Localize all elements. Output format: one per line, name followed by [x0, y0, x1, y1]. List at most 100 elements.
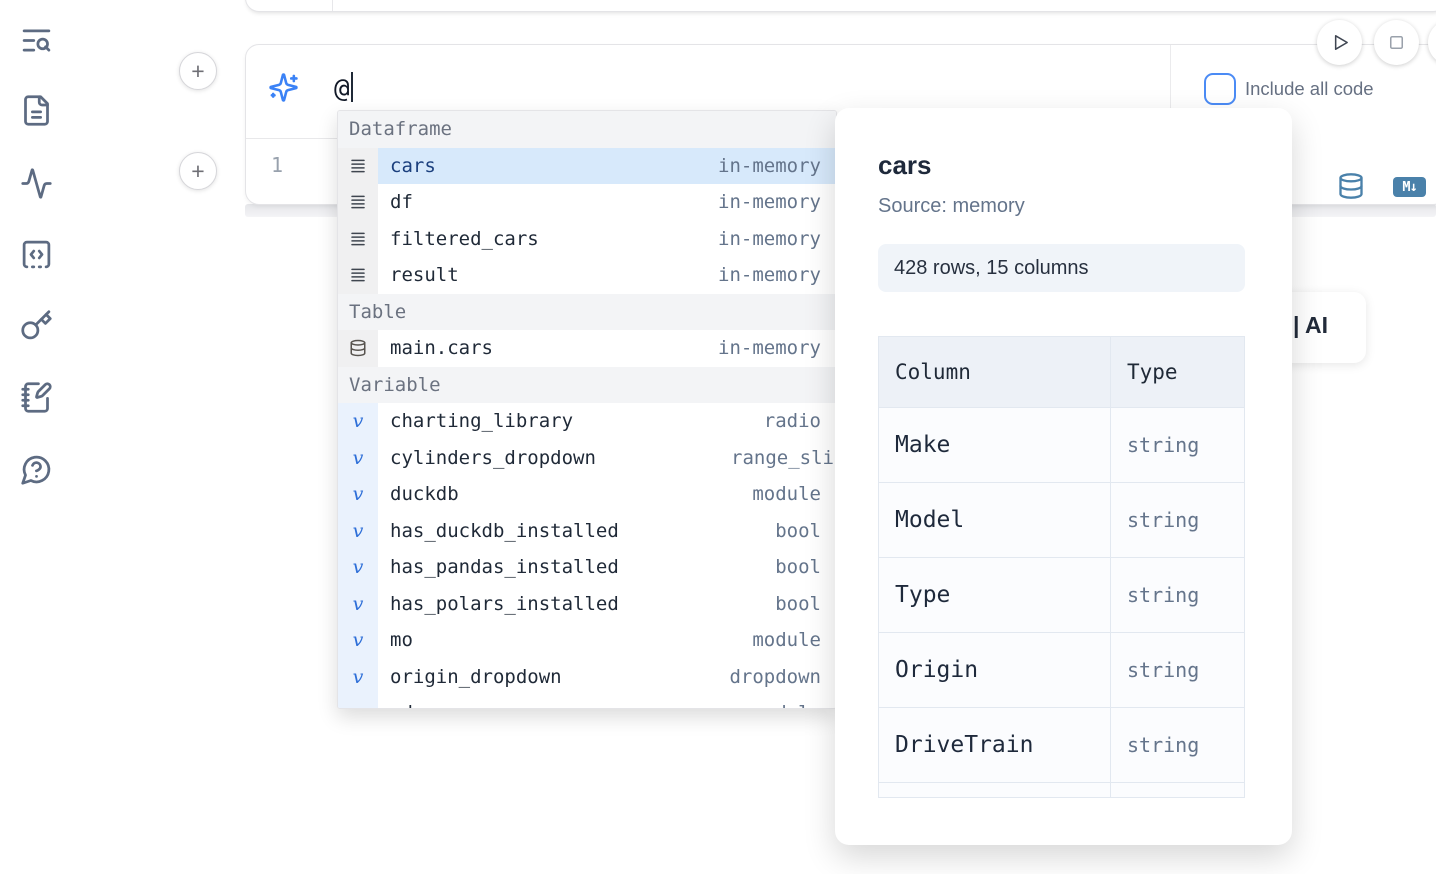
variable-icon: v [338, 549, 378, 586]
preview-source: Source: memory [878, 195, 1025, 217]
sidebar-help-chat-button[interactable] [20, 453, 53, 486]
menu-icon [338, 147, 378, 184]
sidebar-notebook-pen-button[interactable] [20, 381, 53, 414]
variable-icon: v [338, 476, 378, 513]
item-type: in-memory [718, 191, 821, 214]
item-name: mo [390, 629, 413, 652]
column-type: string [1127, 658, 1200, 682]
item-type: module [752, 629, 821, 652]
item-type: bool [775, 519, 821, 542]
add-cell-below-button[interactable]: + [179, 152, 217, 190]
line-number: 1 [271, 153, 284, 177]
item-name: duckdb [390, 483, 459, 506]
item-type: range_sli [731, 446, 834, 469]
item-type: bool [775, 592, 821, 615]
schema-row: Type string [879, 557, 1244, 632]
autocomplete-item-origin_dropdown[interactable]: v origin_dropdown dropdown [338, 658, 836, 695]
ai-button-label: | AI [1293, 312, 1328, 338]
more-actions-button[interactable] [1428, 20, 1436, 65]
key-icon [20, 310, 53, 346]
stop-cell-button[interactable] [1374, 20, 1419, 65]
item-name: cars [390, 154, 436, 177]
item-type: module [752, 702, 821, 708]
ai-prompt-text: @ [334, 74, 350, 104]
item-type: module [752, 483, 821, 506]
sidebar-document-button[interactable] [20, 94, 53, 127]
preview-title: cars [878, 150, 932, 180]
menu-icon [338, 184, 378, 221]
document-icon [20, 95, 53, 131]
play-icon [1334, 35, 1348, 50]
autocomplete-item-filtered_cars[interactable]: filtered_cars in-memory [338, 220, 836, 257]
column-name: Model [895, 507, 965, 533]
schema-row [879, 782, 1244, 797]
item-name: df [390, 191, 413, 214]
autocomplete-item-df[interactable]: df in-memory [338, 184, 836, 221]
column-name: Origin [895, 657, 979, 683]
autocomplete-section-header: Table [338, 293, 836, 330]
sidebar-activity-button[interactable] [20, 167, 53, 200]
item-name: result [390, 264, 459, 287]
markdown-icon[interactable]: M↓ [1393, 177, 1426, 197]
variable-icon: v [338, 585, 378, 622]
variable-icon: v [338, 622, 378, 659]
ai-sparkles-icon [268, 72, 299, 103]
item-name: has_polars_installed [390, 592, 619, 615]
autocomplete-section-header: Dataframe [338, 111, 836, 148]
column-name: Type [895, 582, 951, 608]
column-name: Make [895, 432, 951, 458]
item-name: main.cars [390, 337, 493, 360]
help-chat-icon [20, 455, 53, 490]
menu-icon [338, 257, 378, 294]
sidebar-list-search-button[interactable] [20, 24, 53, 57]
variable-icon: v [338, 658, 378, 695]
item-type: in-memory [718, 154, 821, 177]
database-icon[interactable] [1337, 170, 1365, 202]
schema-row: Origin string [879, 632, 1244, 707]
gutter-divider [332, 0, 333, 11]
sidebar-key-button[interactable] [20, 309, 53, 342]
autocomplete-item-cars[interactable]: cars in-memory [338, 147, 836, 184]
variable-icon: v [338, 439, 378, 476]
item-name: has_duckdb_installed [390, 519, 619, 542]
code-square-icon [20, 240, 53, 275]
item-type: in-memory [718, 264, 821, 287]
column-type: string [1127, 583, 1200, 607]
sidebar-code-square-button[interactable] [20, 238, 53, 271]
item-type: dropdown [729, 665, 821, 688]
include-all-code-label: Include all code [1245, 78, 1374, 99]
variable-icon: v [338, 695, 378, 708]
item-name: filtered_cars [390, 227, 539, 250]
column-header: Column [895, 360, 971, 384]
ai-prompt-input[interactable]: @ [334, 72, 353, 106]
item-name: has_pandas_installed [390, 556, 619, 579]
item-name: origin_dropdown [390, 665, 562, 688]
item-name: pd [390, 702, 413, 708]
shape-badge: 428 rows, 15 columns [878, 244, 1245, 292]
item-type: in-memory [718, 227, 821, 250]
column-type: string [1127, 433, 1200, 457]
include-all-code-checkbox[interactable] [1204, 73, 1236, 105]
item-name: charting_library [390, 410, 574, 433]
list-search-icon [20, 29, 53, 61]
datasource-preview-popup: cars Source: memory 428 rows, 15 columns… [835, 108, 1292, 845]
text-cursor [350, 72, 353, 102]
schema-table-header: Column Type [879, 337, 1244, 407]
autocomplete-item-result[interactable]: result in-memory [338, 257, 836, 294]
autocomplete-item-has_polars_installed[interactable]: v has_polars_installed bool [338, 585, 836, 622]
type-header: Type [1110, 337, 1244, 407]
autocomplete-item-pd[interactable]: v pd module [338, 695, 836, 708]
add-cell-above-button[interactable]: + [179, 52, 217, 90]
run-cell-button[interactable] [1317, 20, 1362, 65]
